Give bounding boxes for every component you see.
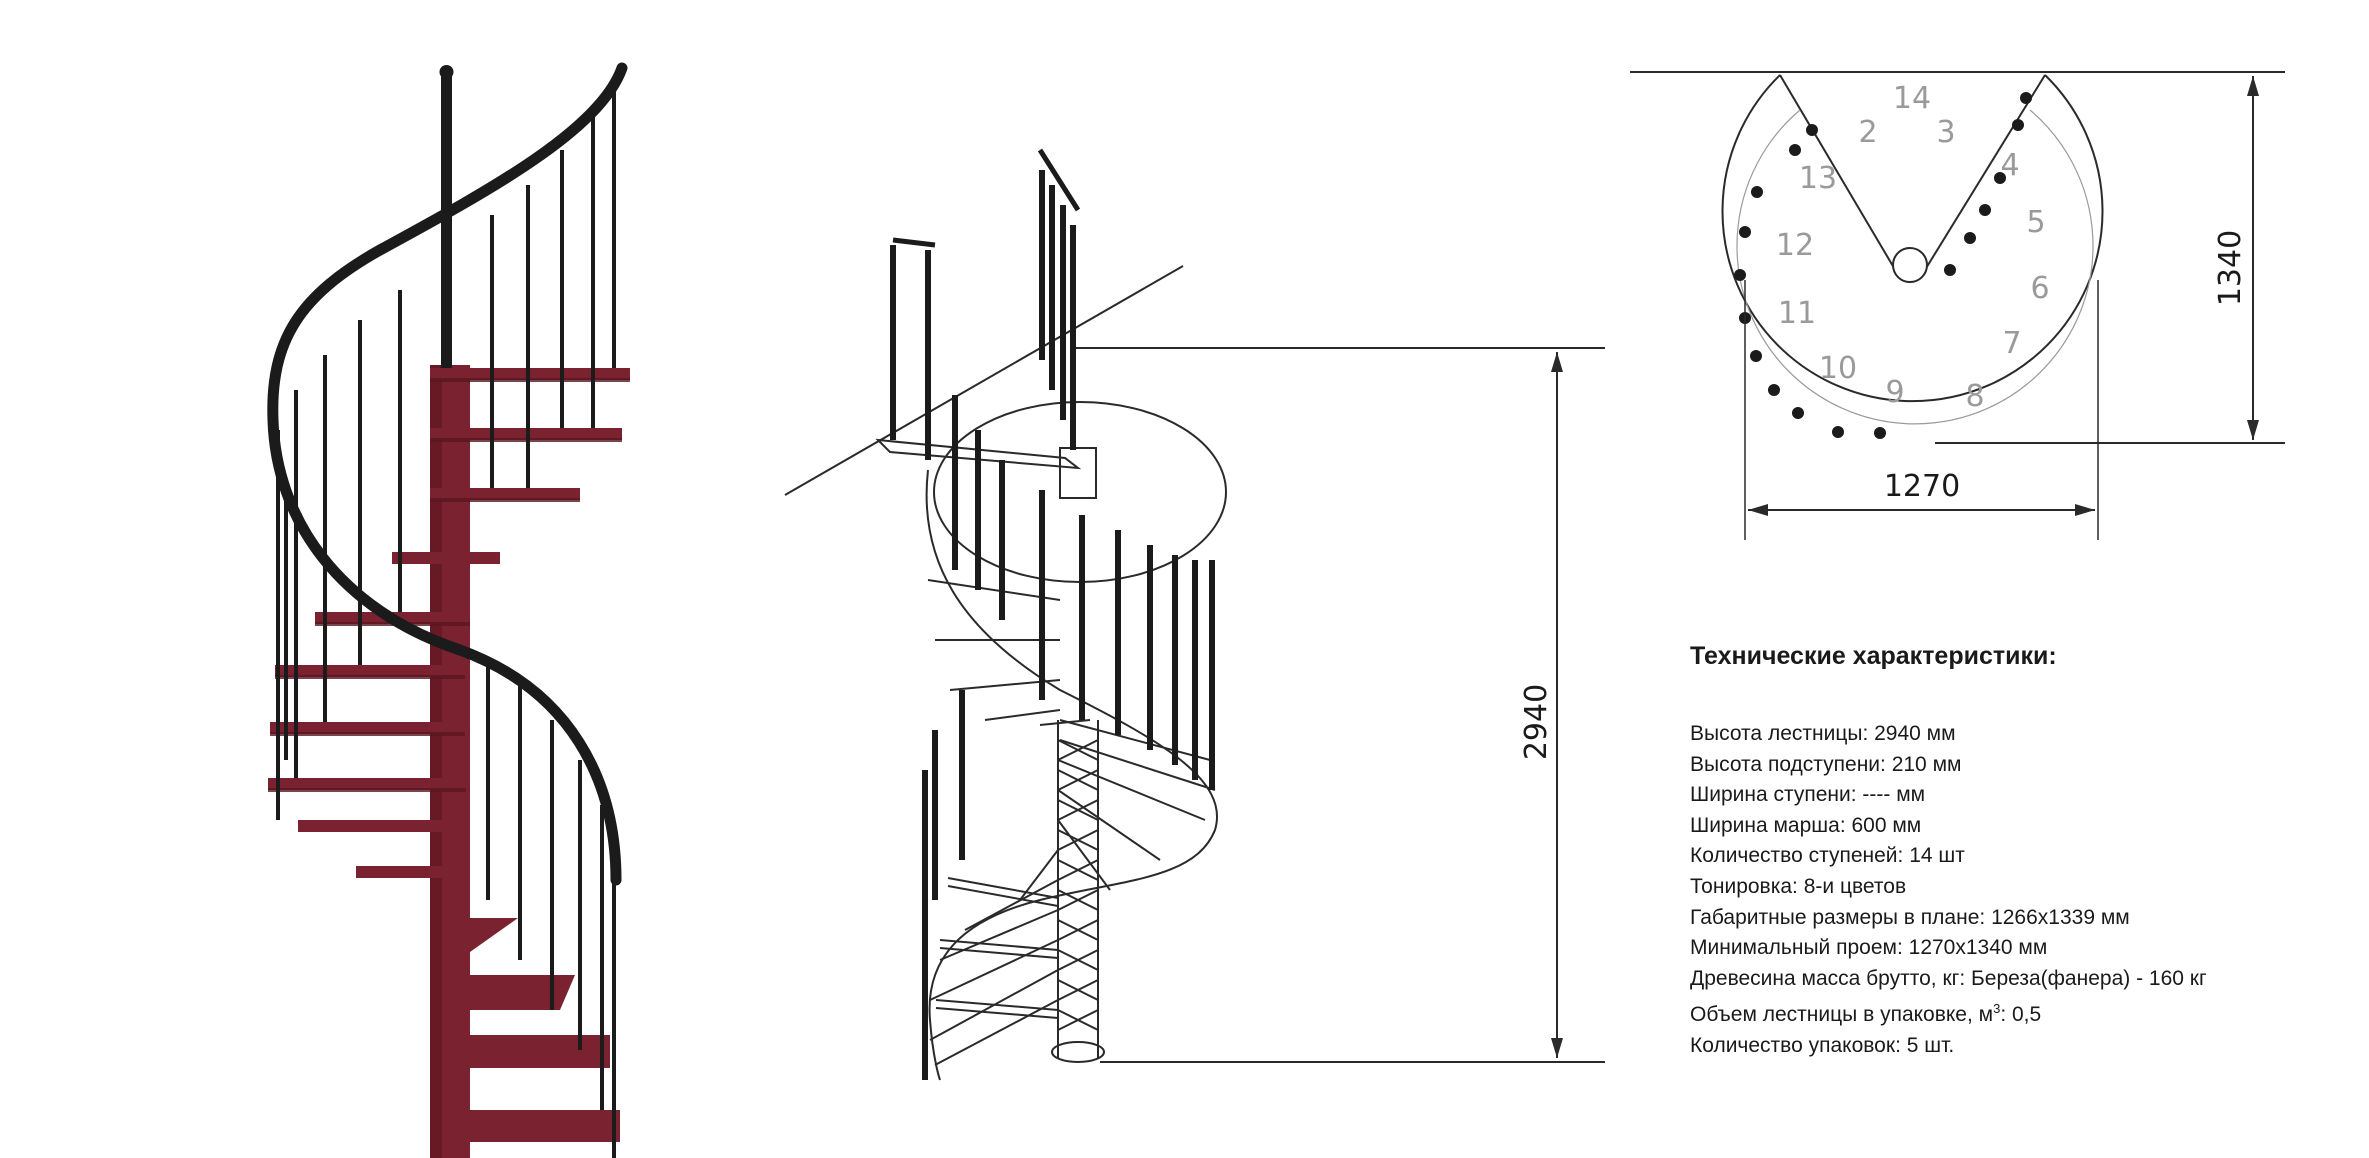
stair-balusters xyxy=(276,80,616,1158)
plan-step-5: 5 xyxy=(2026,205,2045,240)
plan-view: 14 2 3 4 13 5 12 6 11 7 10 9 8 xyxy=(1630,71,2285,540)
plan-step-10: 10 xyxy=(1819,351,1857,386)
spec-row: Габаритные размеры в плане: 1266х1339 мм xyxy=(1690,905,2130,929)
plan-step-6: 6 xyxy=(2030,271,2049,306)
plan-step-11: 11 xyxy=(1778,296,1816,331)
dimension-plan-width-label: 1270 xyxy=(1884,469,1960,504)
plan-step-3: 3 xyxy=(1936,115,1955,150)
dimension-plan-depth-label: 1340 xyxy=(2213,230,2248,306)
plan-step-2: 2 xyxy=(1858,115,1877,150)
spec-row: Древесина масса брутто, кг: Береза(фанер… xyxy=(1690,966,2207,990)
specs-list: Высота лестницы: 2940 мм Высота подступе… xyxy=(1690,719,2330,1062)
specs-title: Технические характеристики: xyxy=(1690,642,2057,670)
dimension-plan-width: 1270 xyxy=(1748,469,2095,516)
specs-panel: Технические характеристики: Высота лестн… xyxy=(1690,642,2330,1062)
plan-step-4: 4 xyxy=(2000,148,2019,183)
plan-step-14: 14 xyxy=(1893,81,1931,116)
plan-step-9: 9 xyxy=(1885,375,1904,410)
plan-step-8: 8 xyxy=(1965,379,1984,414)
stair-render xyxy=(267,62,630,1158)
stair-treads xyxy=(268,368,630,1142)
spec-row: Минимальный проем: 1270х1340 мм xyxy=(1690,936,2048,960)
stair-handrail xyxy=(267,62,628,886)
dimension-height: 2940 xyxy=(1519,352,1563,1058)
spec-row: Ширина марша: 600 мм xyxy=(1690,813,1922,837)
plan-step-13: 13 xyxy=(1799,161,1837,196)
plan-step-7: 7 xyxy=(2002,326,2021,361)
spec-row: Объем лестницы в упаковке, м3: 0,5 xyxy=(1690,1001,2042,1027)
dimension-plan-depth: 1340 xyxy=(2213,76,2259,440)
spec-row: Ширина ступени: ---- мм xyxy=(1690,783,1926,807)
dimension-height-label: 2940 xyxy=(1519,684,1554,760)
plan-step-12: 12 xyxy=(1776,228,1814,263)
spec-row: Тонировка: 8-и цветов xyxy=(1690,874,1907,898)
stair-top-pole xyxy=(441,72,452,372)
spec-row: Высота подступени: 210 мм xyxy=(1690,752,1962,776)
spec-row: Высота лестницы: 2940 мм xyxy=(1690,722,1956,745)
spec-row: Количество упаковок: 5 шт. xyxy=(1690,1033,1955,1057)
spec-row: Количество ступеней: 14 шт xyxy=(1690,844,1965,868)
